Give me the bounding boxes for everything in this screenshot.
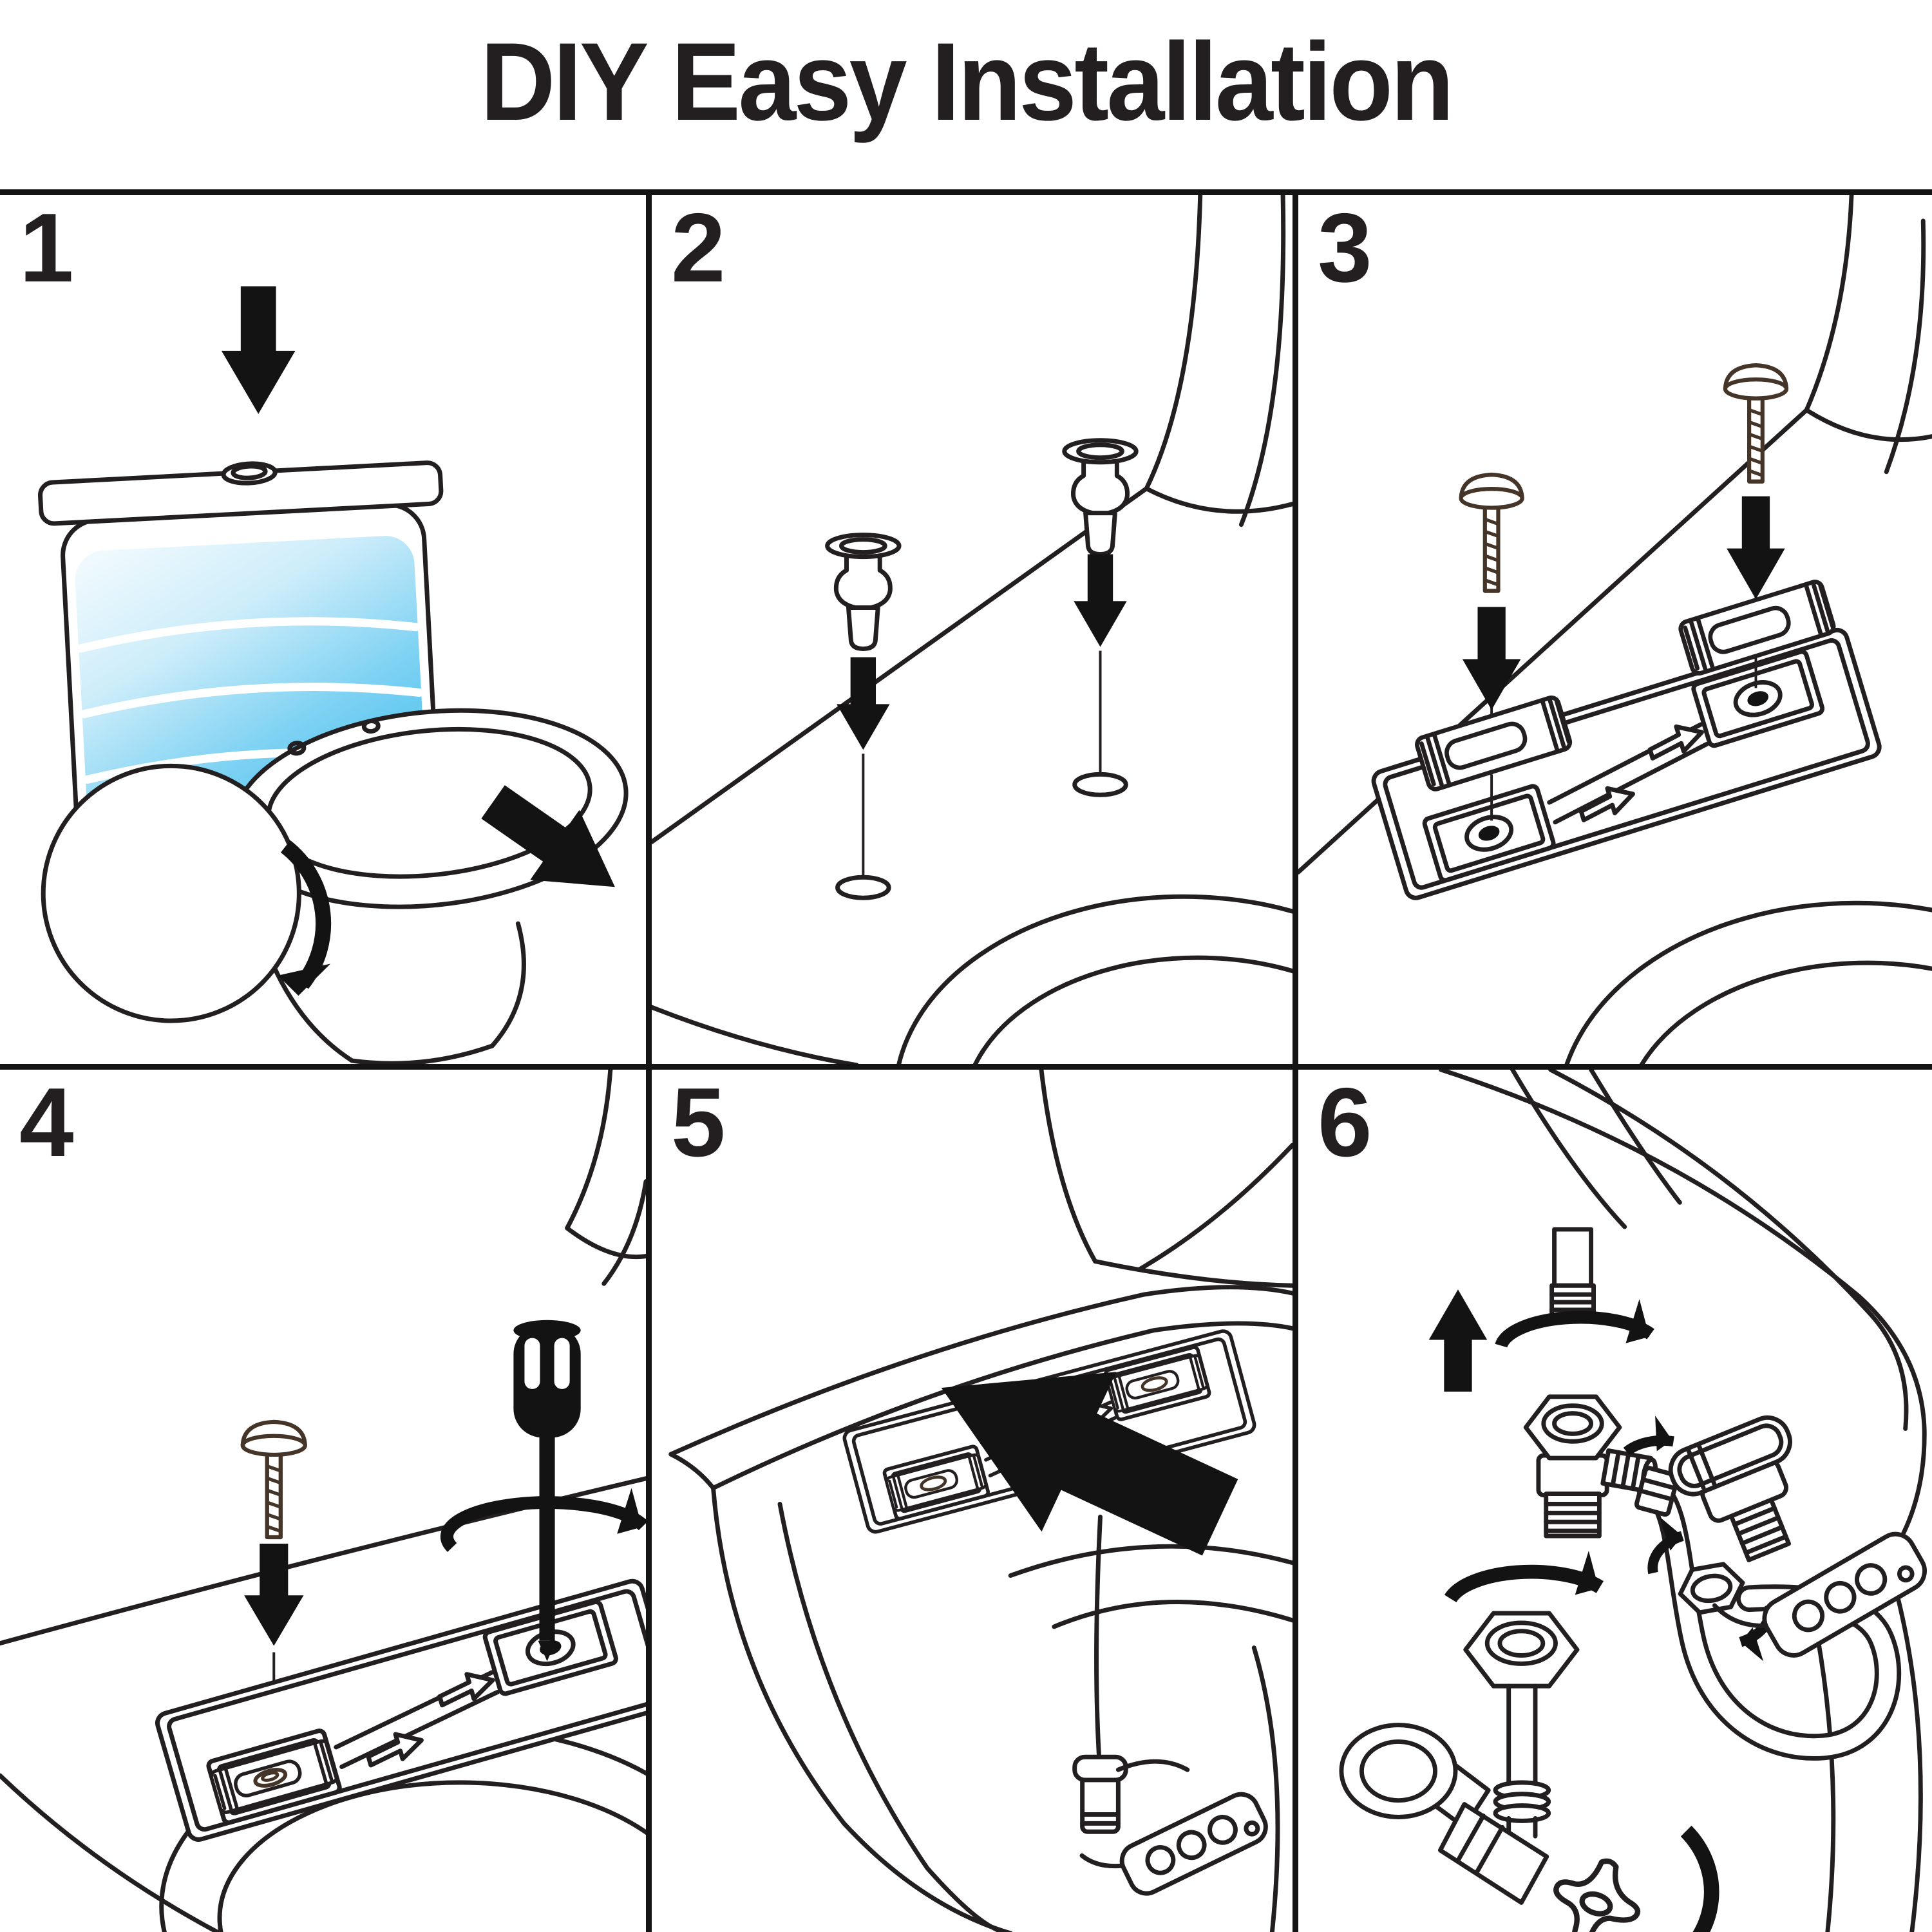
grid-divider-vertical-1 bbox=[646, 189, 652, 1932]
riser-pipe-and-shutoff-valve bbox=[1339, 1683, 1719, 1932]
step-number-1: 1 bbox=[19, 195, 74, 303]
screwdriver-icon bbox=[513, 1320, 581, 1662]
rotate-clockwise-icon bbox=[280, 840, 332, 989]
step-6-panel: 6 bbox=[1298, 1070, 1932, 1932]
step-3-panel: 3 bbox=[1298, 195, 1932, 1064]
left-cover-installed bbox=[210, 1739, 338, 1814]
step-number-2: 2 bbox=[671, 195, 726, 303]
step-number-4: 4 bbox=[19, 1070, 74, 1177]
bowl-arc-inner bbox=[1052, 1600, 1293, 1629]
step-1-illustration bbox=[38, 286, 639, 1064]
bolt bbox=[243, 1422, 305, 1537]
rotate-clockwise-icon bbox=[440, 1496, 646, 1552]
step-2-panel: 2 bbox=[652, 195, 1293, 1064]
step-6-illustration bbox=[1339, 1070, 1927, 1932]
left-down-arrow-icon bbox=[1462, 607, 1521, 710]
supply-hex-nut bbox=[1444, 1551, 1610, 1689]
toilet-rear-view bbox=[1438, 1070, 1927, 1932]
right-mounting-hole bbox=[1072, 772, 1128, 797]
bidet-valve-lever bbox=[1072, 1514, 1190, 1834]
bowl-inner-rim bbox=[972, 955, 1293, 1064]
valve-handle bbox=[1542, 1848, 1650, 1932]
rotate-counterclockwise-icon bbox=[1680, 1825, 1719, 1932]
press-flush-down-arrow-icon bbox=[221, 286, 296, 414]
down-arrow-icon bbox=[244, 1543, 304, 1646]
alignment-leader-lines bbox=[862, 650, 1102, 879]
right-down-arrow-icon bbox=[1727, 496, 1785, 600]
valve-body bbox=[1437, 1802, 1549, 1905]
hose-coupling-nut bbox=[1623, 1416, 1680, 1517]
bidet-control-panel bbox=[1079, 1792, 1268, 1896]
step-number-6: 6 bbox=[1318, 1070, 1372, 1177]
left-mounting-hole bbox=[835, 875, 891, 900]
left-anchor-bolt bbox=[828, 535, 899, 649]
bowl-arc-outer bbox=[1008, 1544, 1293, 1578]
grid-divider-top bbox=[0, 189, 1932, 195]
bidet-control-panel bbox=[1712, 1531, 1927, 1658]
right-bolt bbox=[1725, 365, 1786, 481]
step-5-illustration bbox=[668, 1070, 1293, 1932]
lift-up-arrow-icon bbox=[1428, 1289, 1488, 1392]
step-5-panel: 5 bbox=[652, 1070, 1293, 1932]
left-bolt bbox=[1461, 475, 1522, 591]
shutoff-valve-inset bbox=[41, 761, 332, 1023]
toilet-rim-top-view bbox=[652, 195, 1293, 1064]
bidet-mounting-plate bbox=[843, 1329, 1256, 1533]
right-down-arrow-icon bbox=[1074, 554, 1127, 647]
t-adapter-valve bbox=[1523, 1394, 1658, 1539]
step-2-illustration bbox=[652, 195, 1293, 1064]
step-4-panel: 4 bbox=[0, 1070, 646, 1932]
step-1-panel: 1 bbox=[0, 195, 646, 1064]
tank-inlet-pipe bbox=[1549, 1227, 1596, 1320]
bowl-outer-rim bbox=[896, 894, 1293, 1064]
grid-divider-vertical-2 bbox=[1293, 189, 1298, 1932]
step-number-3: 3 bbox=[1318, 195, 1372, 303]
toilet-front-view bbox=[668, 1070, 1293, 1932]
step-number-5: 5 bbox=[671, 1070, 726, 1177]
mounting-plate bbox=[155, 1579, 646, 1842]
page-title: DIY Easy Installation bbox=[480, 20, 1454, 144]
grid-divider-middle bbox=[0, 1064, 1932, 1070]
step-3-illustration bbox=[1298, 195, 1932, 1064]
step-4-illustration bbox=[0, 1070, 646, 1932]
wall-flange bbox=[1339, 1723, 1458, 1819]
bidet-inlet-elbow bbox=[1668, 1415, 1792, 1562]
